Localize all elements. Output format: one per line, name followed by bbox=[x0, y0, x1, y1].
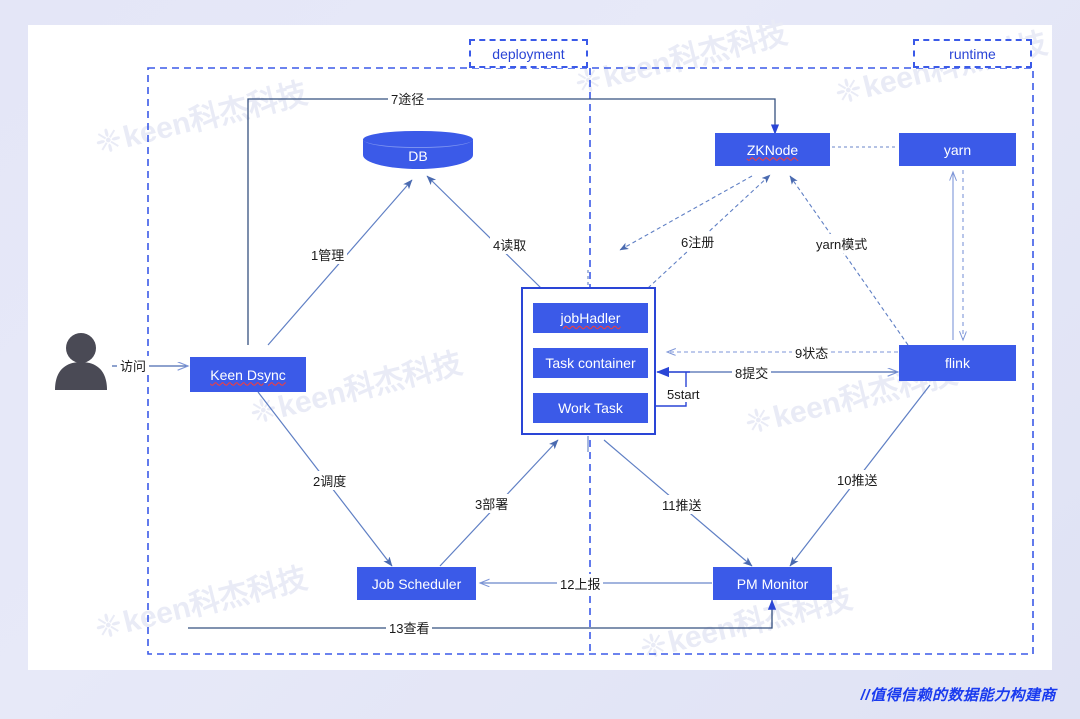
db-cylinder-top bbox=[363, 131, 473, 148]
edge-label-10: 10推送 bbox=[834, 470, 881, 489]
node-yarn[interactable]: yarn bbox=[899, 133, 1016, 166]
edge-label-3: 3部署 bbox=[472, 494, 512, 513]
node-db-label: DB bbox=[408, 148, 428, 164]
zone-label-deployment: deployment bbox=[469, 39, 588, 68]
node-task-container[interactable]: Task container bbox=[533, 348, 648, 378]
edge-label-4: 4读取 bbox=[490, 235, 530, 254]
node-job-scheduler[interactable]: Job Scheduler bbox=[357, 567, 476, 600]
edge-label-2: 2调度 bbox=[310, 471, 350, 490]
edge-label-8: 8提交 bbox=[732, 363, 772, 382]
edge-label-yarn-mode: yarn模式 bbox=[813, 234, 871, 253]
edge-label-12: 12上报 bbox=[557, 574, 604, 593]
edge-label-6: 6注册 bbox=[678, 232, 718, 251]
zone-label-runtime: runtime bbox=[913, 39, 1032, 68]
edge-label-7: 7途径 bbox=[388, 89, 428, 108]
node-job-hadler[interactable]: jobHadler bbox=[533, 303, 648, 333]
edge-label-9: 9状态 bbox=[792, 343, 832, 362]
group-task-container: jobHadler Task container Work Task bbox=[521, 287, 656, 435]
edge-label-13: 13查看 bbox=[386, 618, 433, 637]
node-zknode[interactable]: ZKNode bbox=[715, 133, 830, 166]
node-pm-monitor[interactable]: PM Monitor bbox=[713, 567, 832, 600]
node-work-task[interactable]: Work Task bbox=[533, 393, 648, 423]
node-flink[interactable]: flink bbox=[899, 345, 1016, 381]
footer-tagline: //值得信赖的数据能力构建商 bbox=[860, 687, 1056, 704]
edge-label-1: 1管理 bbox=[308, 245, 348, 264]
node-keen-dsync[interactable]: Keen Dsync bbox=[190, 357, 306, 392]
node-db[interactable]: DB bbox=[363, 131, 473, 173]
edge-label-access: 访问 bbox=[117, 356, 150, 375]
edge-label-11: 11推送 bbox=[659, 495, 705, 514]
edge-label-5: 5start bbox=[664, 387, 703, 402]
